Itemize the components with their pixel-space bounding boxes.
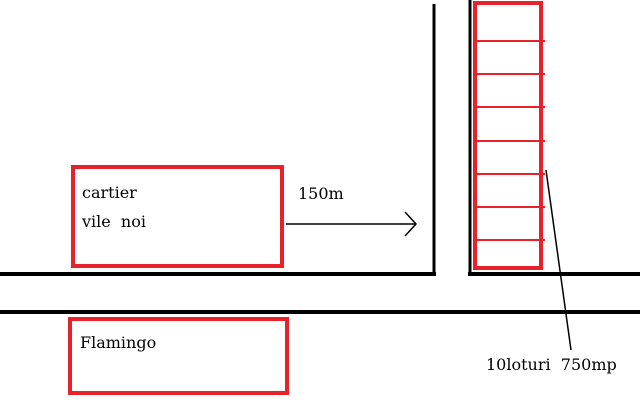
distance-arrow-head bbox=[404, 211, 418, 237]
flamingo-box bbox=[68, 317, 289, 395]
distance-label: 150m bbox=[298, 184, 344, 203]
vile-noi-label: vile noi bbox=[82, 212, 146, 231]
flamingo-label: Flamingo bbox=[80, 333, 157, 352]
lots-strip bbox=[473, 1, 543, 270]
lots-leader-line bbox=[545, 169, 572, 351]
lots-label: 10loturi 750mp bbox=[486, 355, 617, 374]
cartier-label: cartier bbox=[82, 183, 137, 202]
cartier-box bbox=[71, 165, 284, 268]
lot-dividers bbox=[477, 40, 545, 241]
